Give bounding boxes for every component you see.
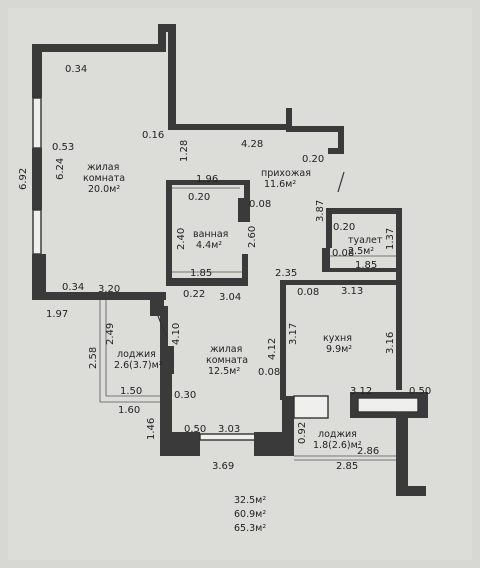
dim-1-85-bath: 1.85 <box>190 268 212 279</box>
dim-6-92: 6.92 <box>18 168 29 190</box>
dim-1-60: 1.60 <box>118 405 140 416</box>
dim-2-85: 2.85 <box>336 461 358 472</box>
walls <box>32 24 428 496</box>
room-living2-name1: жилая <box>210 344 242 355</box>
room-living1-area: 20.0м² <box>88 184 120 195</box>
room-toilet-area: 2.5м² <box>348 246 374 257</box>
room-hall-name: прихожая <box>261 168 311 179</box>
dim-0-08-toilet: 0.08 <box>332 248 354 259</box>
dim-1-96: 1.96 <box>196 174 218 185</box>
room-kitchen-name: кухня <box>323 333 352 344</box>
dim-4-28: 4.28 <box>241 139 263 150</box>
room-toilet-name: туалет <box>348 235 383 246</box>
room-living2-area: 12.5м² <box>208 366 240 377</box>
dim-2-49: 2.49 <box>105 323 116 345</box>
dim-1-50: 1.50 <box>120 386 142 397</box>
dim-0-16: 0.16 <box>142 130 164 141</box>
area-summary: 32.5м² 60.9м² 65.3м² <box>234 495 266 534</box>
dim-2-58: 2.58 <box>88 347 99 369</box>
summary-total-with-loggias: 65.3м² <box>234 523 266 534</box>
dim-0-34-bottom: 0.34 <box>62 282 84 293</box>
dim-2-86: 2.86 <box>357 446 379 457</box>
dim-0-30: 0.30 <box>174 390 196 401</box>
dim-3-16: 3.16 <box>385 332 396 354</box>
dim-0-08-kitchen: 0.08 <box>297 287 319 298</box>
dim-1-37: 1.37 <box>385 228 396 250</box>
dim-2-60: 2.60 <box>247 226 258 248</box>
dim-0-20-toilet: 0.20 <box>333 222 355 233</box>
dim-1-46: 1.46 <box>146 418 157 440</box>
dim-3-04: 3.04 <box>219 292 241 303</box>
dim-0-08-living2: 0.08 <box>258 367 280 378</box>
dim-3-12: 3.12 <box>350 386 372 397</box>
dim-2-40: 2.40 <box>176 228 187 250</box>
room-living1-name1: жилая <box>87 162 119 173</box>
room-bath-name: ванная <box>193 229 228 240</box>
dim-2-35: 2.35 <box>275 268 297 279</box>
room-living1-name2: комната <box>83 173 125 184</box>
dim-4-10: 4.10 <box>171 323 182 345</box>
room-labels: жилая комната 20.0м² прихожая 11.6м² ван… <box>83 162 383 451</box>
dim-3-87: 3.87 <box>315 200 326 222</box>
dim-0-53: 0.53 <box>52 142 74 153</box>
thin-lines <box>99 171 396 461</box>
dim-0-92: 0.92 <box>297 422 308 444</box>
dim-3-69: 3.69 <box>212 461 234 472</box>
room-loggia2-name: лоджия <box>318 429 357 440</box>
summary-living-area: 32.5м² <box>234 495 266 506</box>
dim-1-97: 1.97 <box>46 309 68 320</box>
dim-0-34-top: 0.34 <box>65 64 87 75</box>
dim-3-17: 3.17 <box>288 323 299 345</box>
dim-3-13: 3.13 <box>341 286 363 297</box>
dimension-labels: 0.34 0.16 4.28 1.28 0.20 0.53 6.92 6.24 … <box>18 64 431 472</box>
dim-6-24: 6.24 <box>55 158 66 180</box>
dim-0-50-bottom: 0.50 <box>184 424 206 435</box>
room-kitchen-area: 9.9м² <box>326 344 352 355</box>
summary-total-area: 60.9м² <box>234 509 266 520</box>
dim-0-08-bath: 0.08 <box>249 199 271 210</box>
dim-3-03: 3.03 <box>218 424 240 435</box>
dim-3-20: 3.20 <box>98 284 120 295</box>
room-loggia1-area: 2.6(3.7)м² <box>114 360 163 371</box>
dim-0-50-right: 0.50 <box>409 386 431 397</box>
dim-0-20-hall: 0.20 <box>302 154 324 165</box>
room-hall-area: 11.6м² <box>264 179 296 190</box>
dim-4-12: 4.12 <box>267 338 278 360</box>
dim-0-20-bath: 0.20 <box>188 192 210 203</box>
room-loggia2-area: 1.8(2.6)м² <box>313 440 362 451</box>
dim-1-28: 1.28 <box>179 140 190 162</box>
room-bath-area: 4.4м² <box>196 240 222 251</box>
room-loggia1-name: лоджия <box>117 349 156 360</box>
room-living2-name2: комната <box>206 355 248 366</box>
dim-1-85-toilet: 1.85 <box>355 260 377 271</box>
dim-0-22: 0.22 <box>183 289 205 300</box>
